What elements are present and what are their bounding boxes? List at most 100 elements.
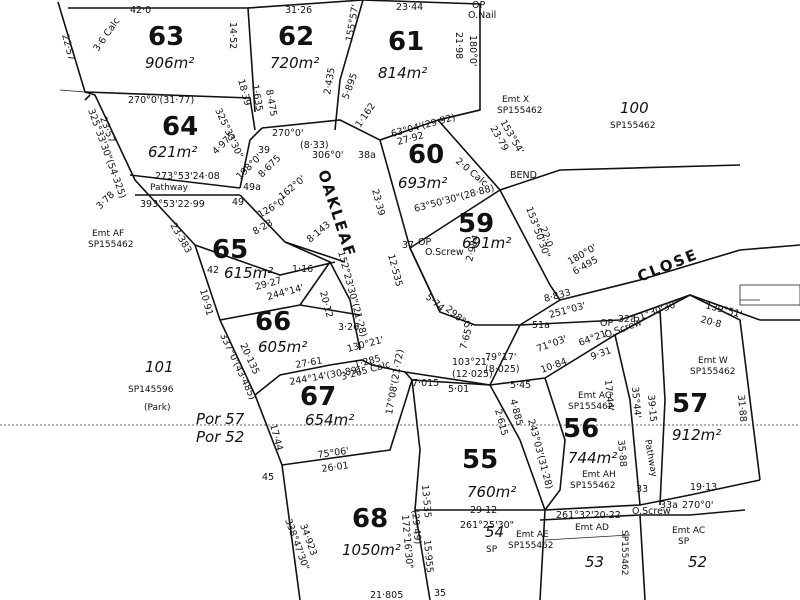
dimension: 3·6 Calc bbox=[91, 16, 122, 54]
dimension: 19·13 bbox=[690, 482, 717, 493]
easement-af-sp: SP155462 bbox=[88, 240, 134, 250]
lot-area: 693m² bbox=[398, 174, 447, 192]
dimension: 15·955 bbox=[421, 539, 435, 573]
lot-65: 65 615m² bbox=[212, 235, 273, 282]
dimension: 49a bbox=[243, 182, 261, 193]
dimension: 26·01 bbox=[321, 460, 349, 475]
lot-57: 57 912m² bbox=[672, 389, 721, 444]
dimension: 51a bbox=[532, 320, 550, 331]
dimension: 273°53'24·08 bbox=[155, 171, 220, 182]
dimension: 2·435 bbox=[322, 67, 338, 96]
dimension: 130°21' bbox=[346, 335, 385, 355]
dimension: 126°0' bbox=[256, 195, 289, 220]
lot-59: 59 691m² bbox=[458, 209, 511, 252]
lot-number: 60 bbox=[408, 140, 444, 170]
dimension: 42·0 bbox=[130, 5, 151, 16]
dimension: 20·8 bbox=[699, 314, 722, 330]
lot-number: 64 bbox=[162, 112, 198, 142]
dimension: 1·635 bbox=[249, 84, 265, 113]
dimension: 12·535 bbox=[385, 253, 404, 288]
dimension: BEND bbox=[510, 170, 537, 181]
dimension: 393°53'22·99 bbox=[140, 199, 205, 210]
dimension: 75°06' bbox=[317, 446, 350, 461]
lot-68: 68 1050m² bbox=[342, 504, 401, 559]
street-close: CLOSE bbox=[635, 245, 701, 286]
lot-61: 61 814m² bbox=[378, 27, 427, 82]
dimension: 7·65 bbox=[458, 327, 474, 350]
dimension: 71°03' bbox=[535, 334, 568, 355]
dimension: (8·33) bbox=[300, 140, 329, 151]
dimension: 22·57 bbox=[59, 33, 77, 62]
easement-ac: Emt AC bbox=[672, 526, 705, 536]
pathway-label-east: Pathway bbox=[642, 439, 659, 479]
lot-area: 760m² bbox=[467, 483, 516, 501]
dimension: 155°57' bbox=[344, 4, 361, 43]
dimension: 298°0' bbox=[443, 304, 474, 333]
easements: Emt X SP155462 Emt AF SP155462 Emt W SP1… bbox=[88, 95, 736, 551]
easement-af: Emt AF bbox=[92, 229, 124, 239]
dimension: 1·16 bbox=[292, 264, 313, 275]
dimension: (12·025) bbox=[452, 369, 493, 380]
lot-64: 64 621m² bbox=[148, 112, 198, 161]
dimension: O.Screw bbox=[632, 506, 671, 517]
lot-number: 61 bbox=[388, 27, 424, 57]
dimension: 2·615 bbox=[492, 408, 510, 437]
lot-area: 654m² bbox=[305, 411, 354, 429]
lot-number: 56 bbox=[563, 414, 599, 444]
parcel-52: 52 bbox=[688, 553, 707, 571]
dimension: 29·12 bbox=[470, 505, 497, 516]
street-oakleaf: OAKLEAF bbox=[314, 168, 359, 260]
parcel-54-sp: SP bbox=[486, 545, 498, 555]
lot-area: 621m² bbox=[148, 143, 197, 161]
lot-area: 720m² bbox=[270, 54, 319, 72]
lot-number: 66 bbox=[255, 307, 291, 337]
dimension: (29·49) bbox=[409, 509, 423, 544]
lot-area: 906m² bbox=[145, 54, 194, 72]
dimension: 39·15 bbox=[645, 394, 658, 422]
easement-ag-sp: SP155462 bbox=[568, 402, 614, 412]
parcel-101-sp: SP145596 bbox=[128, 385, 174, 395]
dimension: 17·44 bbox=[267, 423, 285, 452]
dimension: 27·61 bbox=[295, 355, 324, 371]
lot-number: 55 bbox=[462, 445, 498, 475]
dimension: 18·39 bbox=[235, 78, 253, 107]
lot-area: 814m² bbox=[378, 64, 427, 82]
lot-area: 615m² bbox=[224, 264, 273, 282]
parcel-sp-vertical: SP155462 bbox=[619, 530, 629, 576]
dimension: 180°0' bbox=[467, 35, 478, 67]
lot-55: 55 760m² bbox=[462, 445, 516, 501]
dimension: 42 bbox=[207, 265, 219, 276]
lot-number: 67 bbox=[300, 382, 336, 412]
lot-number: 59 bbox=[458, 209, 494, 239]
lot-number: 63 bbox=[148, 22, 184, 52]
dimension: 5·895 bbox=[340, 72, 360, 101]
lot-number: 57 bbox=[672, 389, 708, 419]
dimension: 5·01 bbox=[448, 384, 469, 395]
lot-63: 63 906m² bbox=[145, 22, 194, 72]
parcel-100: 100 bbox=[620, 99, 649, 117]
lot-62: 62 720m² bbox=[270, 22, 319, 72]
lot-area: 691m² bbox=[462, 234, 511, 252]
dimension: 8·28 bbox=[251, 217, 275, 237]
dimension: 5·45 bbox=[510, 380, 531, 391]
dimension: 3·78 bbox=[94, 189, 117, 212]
dimension: 21·805 bbox=[370, 590, 403, 600]
lot-area: 605m² bbox=[258, 338, 307, 356]
dimension: 10·91 bbox=[197, 288, 215, 317]
dimensions: 42·0 14·52 31·26 23·44 O.Nail OP 21·98 1… bbox=[59, 0, 748, 600]
dimension: 31·26 bbox=[285, 5, 312, 16]
pathway-label: Pathway bbox=[150, 183, 189, 193]
dimension: 32a bbox=[618, 314, 636, 325]
easement-ah: Emt AH bbox=[582, 470, 616, 480]
dimension: 35 bbox=[434, 588, 446, 599]
lot-66: 66 605m² bbox=[255, 307, 307, 356]
dimension: 261°32'20·22 bbox=[556, 510, 621, 521]
parcel-100-sp: SP155462 bbox=[610, 121, 656, 131]
easement-ae-sp: SP155462 bbox=[508, 541, 554, 551]
easement-ae: Emt AE bbox=[516, 530, 549, 540]
dimension: (8·025) bbox=[485, 364, 520, 375]
dimension: O.Screw bbox=[425, 247, 464, 258]
dimension: 1·162 bbox=[353, 101, 378, 130]
